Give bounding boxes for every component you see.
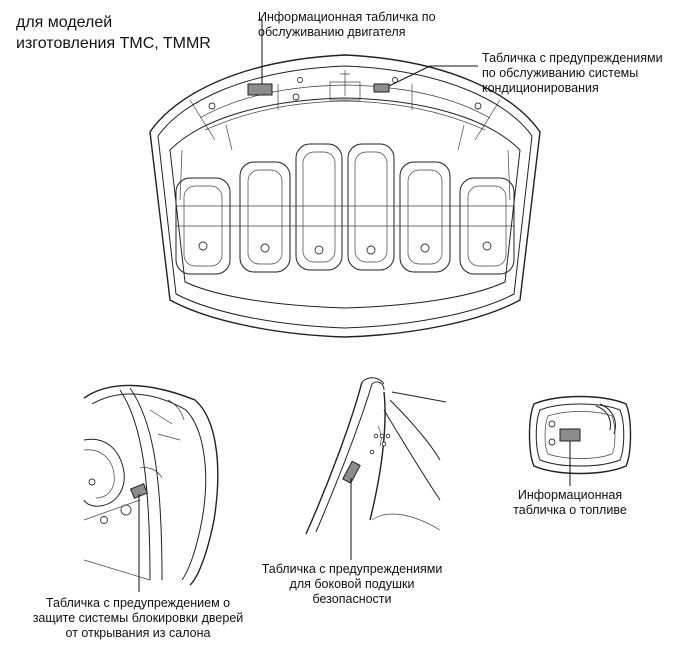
fuel-door-illustration [528, 395, 632, 486]
engine-info-plate [247, 83, 273, 96]
hood-cells [175, 143, 515, 275]
door-illustration [83, 384, 219, 592]
side-airbag-warning-plate [342, 460, 361, 484]
ac-warning-plate [373, 83, 390, 93]
door-lock-warning-plate-label: Табличка с предупреждением о защите сист… [32, 596, 244, 640]
pillar-illustration [305, 377, 447, 560]
hood-illustration [149, 19, 541, 338]
door-lock-warning-plate [129, 483, 149, 499]
model-heading: для моделей изготовления TMC, TMMR [16, 14, 211, 52]
fuel-info-plate [559, 428, 581, 442]
fuel-info-plate-label: Информационная табличка о топливе [513, 488, 627, 517]
engine-info-plate-label: Информационная табличка по обслуживанию … [258, 10, 436, 39]
ac-warning-plate-label: Табличка с предупреждениями по обслужива… [482, 51, 663, 95]
side-airbag-warning-plate-label: Табличка с предупреждениями для боковой … [261, 562, 443, 606]
